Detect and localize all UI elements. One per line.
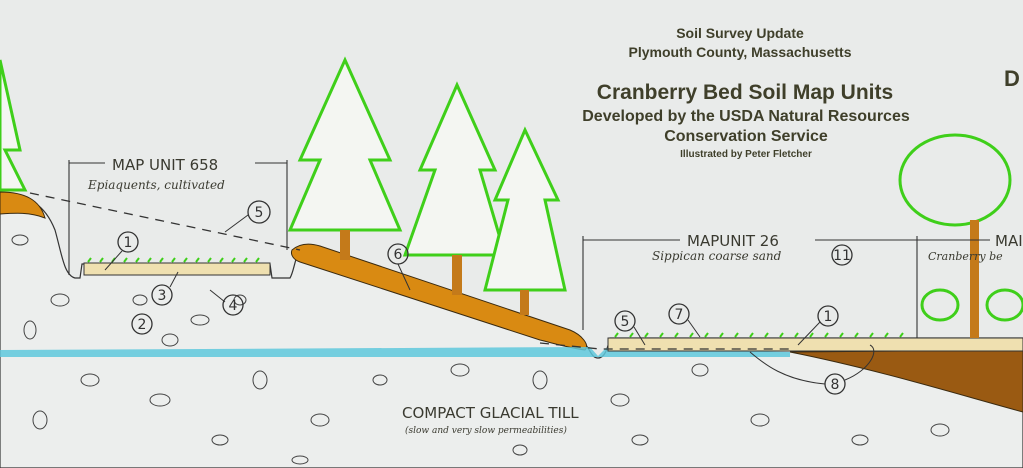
map-unit-26-description: Sippican coarse sand [652,249,782,263]
cut-off-heading: D [1004,66,1020,91]
deciduous-trunk [970,220,979,338]
callout-11: 11 [831,244,853,266]
subtitle-line-2: Conservation Service [664,128,828,145]
map-unit-658-description: Epiaquents, cultivated [87,178,225,192]
callout-4: 4 [222,294,244,316]
topsoil-bank-left [0,191,46,219]
svg-text:5: 5 [255,205,264,221]
map-unit-26-label: MAPUNIT 26 [687,232,779,250]
svg-text:7: 7 [675,307,684,323]
subtitle-line-1: Developed by the USDA Natural Resources [582,108,910,125]
tree-trunks [340,230,529,315]
callout-2: 2 [131,313,153,335]
map-unit-third-label: MAI [995,232,1023,250]
water-table [0,347,790,357]
illustrator-credit: Illustrated by Peter Fletcher [680,149,812,160]
cranberry-bed-26 [607,337,1023,352]
ground-label-title: COMPACT GLACIAL TILL [402,404,579,422]
svg-text:8: 8 [831,377,840,393]
svg-text:4: 4 [229,298,238,314]
cranberry-vines [87,257,904,338]
callout-1-right: 1 [817,305,839,327]
callout-7: 7 [668,303,690,325]
organic-soil-right [789,349,1023,413]
original-ground-line [29,192,790,350]
callout-leaders [104,214,875,385]
svg-text:5: 5 [621,314,630,330]
page-title: Cranberry Bed Soil Map Units [597,81,893,104]
callout-1-left: 1 [117,231,139,253]
callout-3: 3 [151,284,173,306]
map-unit-658-label: MAP UNIT 658 [112,156,218,174]
header-line-1: Soil Survey Update [676,25,804,41]
header-line-2: Plymouth County, Massachusetts [628,44,851,60]
svg-text:3: 3 [158,288,167,304]
svg-text:6: 6 [394,247,403,263]
dimension-lines [68,160,990,338]
svg-text:11: 11 [833,248,851,264]
ground-label-note: (slow and very slow permeabilities) [405,425,567,436]
svg-text:1: 1 [124,235,133,251]
callout-5-left: 5 [247,200,271,224]
cranberry-bed-658 [83,262,271,276]
glacial-till-stones [11,234,950,465]
evergreen-trees [0,56,567,292]
svg-text:2: 2 [138,317,147,333]
svg-text:1: 1 [824,309,833,325]
deciduous-trees [898,133,1023,322]
map-unit-third-description: Cranberry be [928,250,1003,263]
callout-5-right: 5 [614,310,636,332]
